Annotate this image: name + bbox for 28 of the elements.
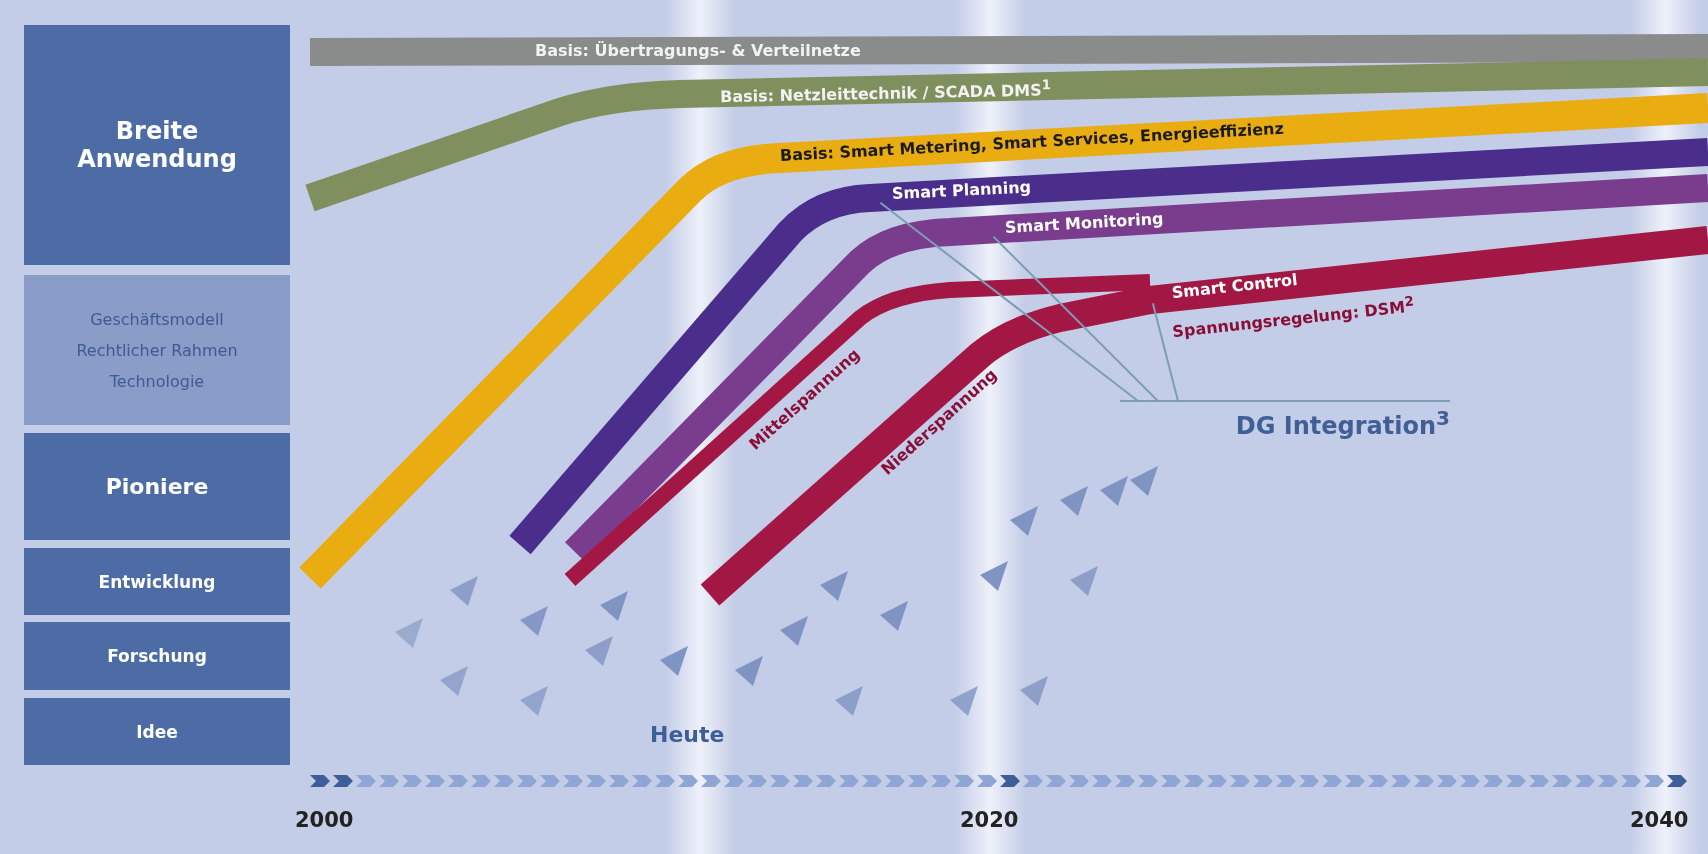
stage-box	[24, 433, 290, 540]
stage-box	[24, 698, 290, 765]
leader-line	[1151, 302, 1179, 402]
band-label: Smart Planning	[873, 177, 1032, 205]
stage-label: Pioniere	[105, 474, 209, 499]
stage-box	[24, 275, 290, 425]
stage-label: Entwicklung	[98, 571, 216, 592]
band-label: Basis: Übertragungs- & Verteilnetze	[535, 41, 861, 61]
leader-line	[992, 235, 1159, 402]
today-label: Heute	[650, 722, 725, 747]
year-label: 2020	[960, 808, 1019, 832]
leader-line	[879, 201, 1139, 402]
stage-label: Forschung	[107, 646, 207, 666]
stage-label: Breite Anwendung	[76, 117, 238, 173]
band-label: Smart Control	[1144, 269, 1299, 306]
band-label: Basis: Smart Metering, Smart Services, Energieeffizienz	[779, 118, 1285, 166]
callout-label: DG Integration$^{3}$	[1120, 400, 1450, 440]
stage-label: Geschäftsmodell	[90, 309, 224, 329]
year-label: 2040	[1630, 808, 1689, 832]
stage-box	[24, 548, 290, 615]
band-label: Basis: Netzleittechnik / SCADA DMS$^{1}$	[719, 75, 1052, 102]
stage-label: Rechtlicher Rahmen	[76, 340, 238, 360]
stage-box	[24, 622, 290, 690]
stage-label: Idee	[136, 721, 178, 742]
band-label: Smart Monitoring	[986, 208, 1165, 239]
stage-box	[24, 25, 290, 265]
year-label: 2000	[295, 808, 354, 832]
stage-label: Technologie	[109, 371, 205, 391]
